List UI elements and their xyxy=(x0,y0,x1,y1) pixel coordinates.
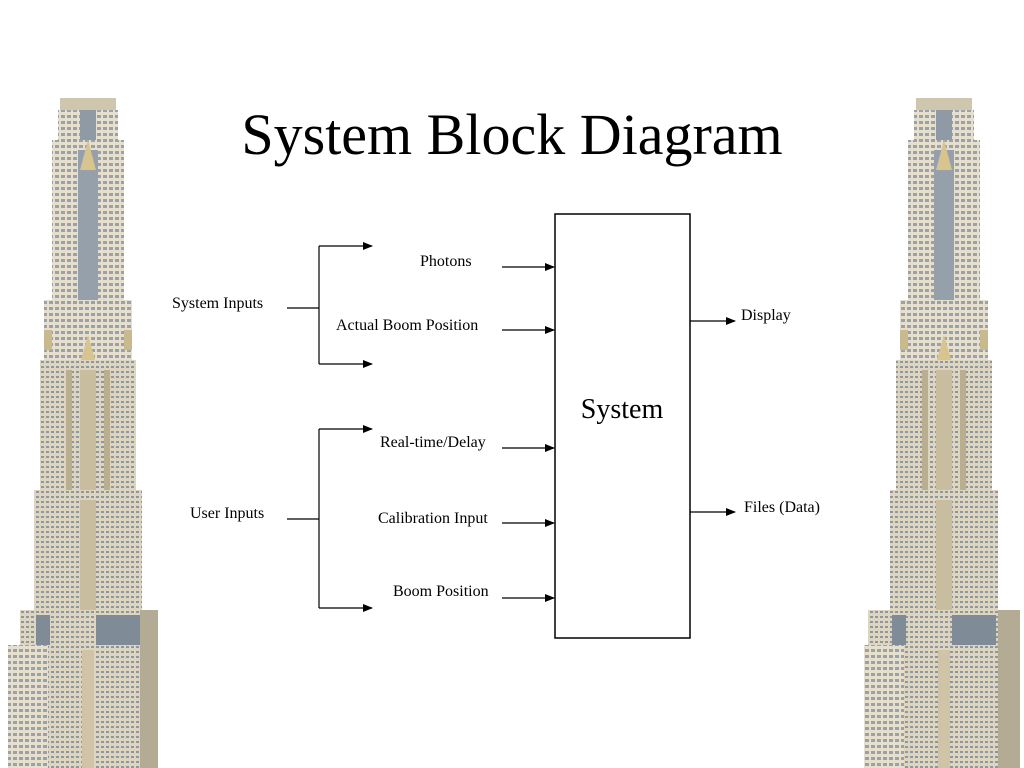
input-label-calibration-input: Calibration Input xyxy=(378,510,488,527)
system-block-label: System xyxy=(581,394,664,425)
system-inputs-branch xyxy=(287,242,373,368)
output-label-files-data: Files (Data) xyxy=(744,499,820,516)
input-label-photons: Photons xyxy=(420,253,472,270)
slide-title: System Block Diagram xyxy=(241,102,783,167)
output-label-display: Display xyxy=(741,307,791,324)
system-block xyxy=(554,213,691,639)
user-inputs-branch xyxy=(287,425,373,612)
input-label-actual-boom-position: Actual Boom Position xyxy=(336,317,478,334)
left-skyscraper-image xyxy=(8,98,158,768)
system-inputs-label: System Inputs xyxy=(172,295,263,312)
input-label-boom-position: Boom Position xyxy=(393,583,489,600)
user-inputs-label: User Inputs xyxy=(190,505,264,522)
input-label-real-time-delay: Real-time/Delay xyxy=(380,434,486,451)
right-skyscraper-image xyxy=(864,98,1020,768)
